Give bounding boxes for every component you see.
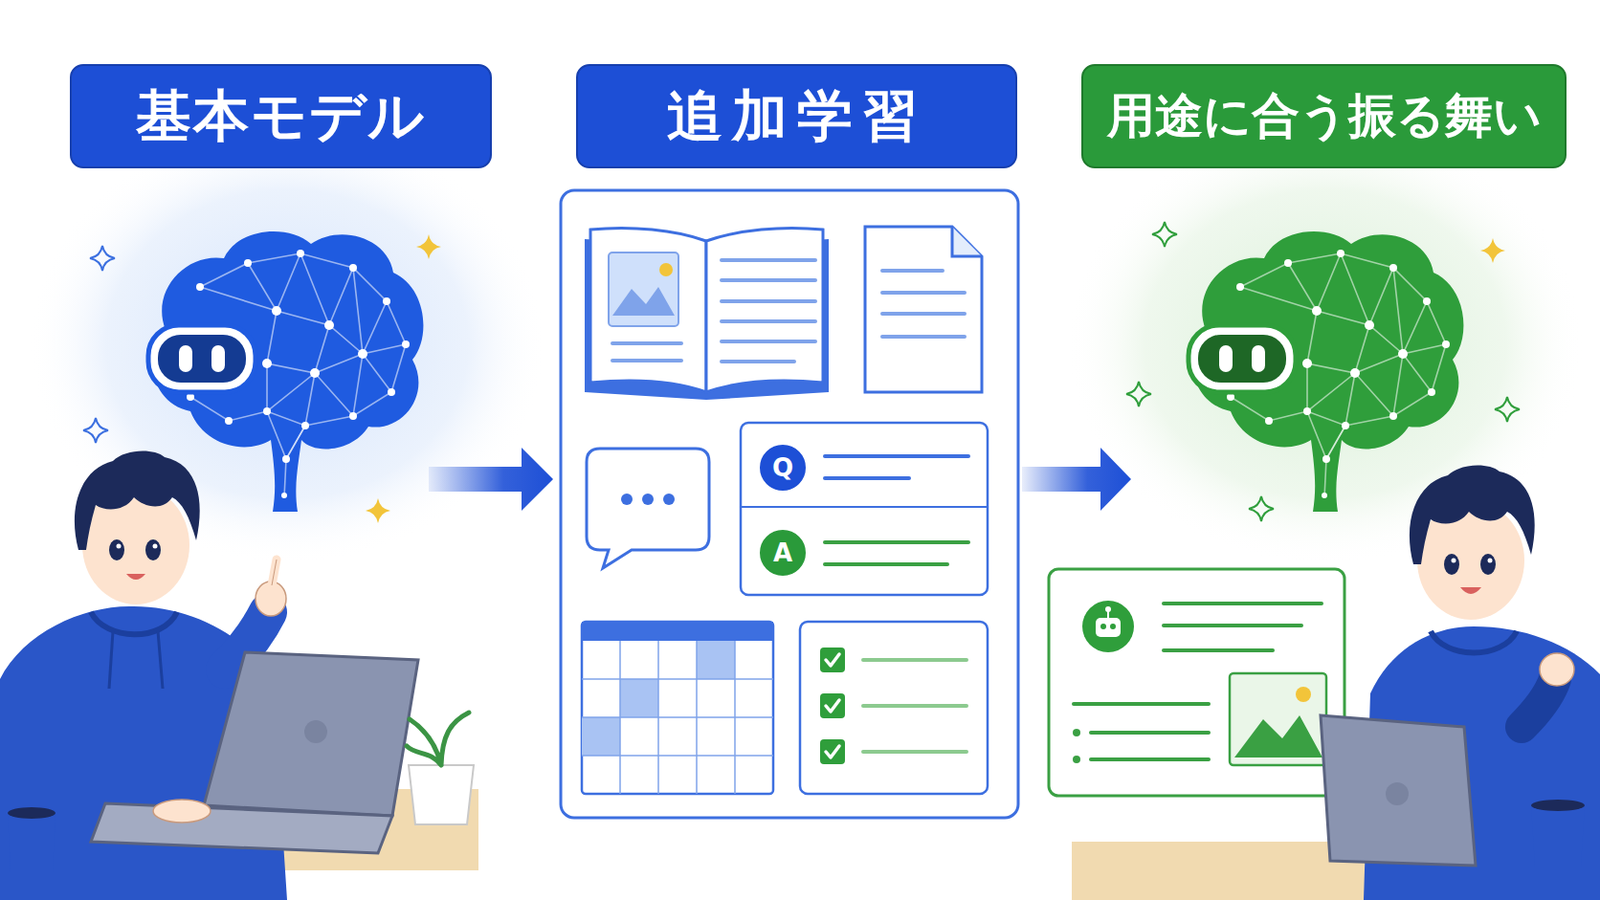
tuned-model-brain [1188, 231, 1464, 512]
sparkles [83, 222, 1520, 524]
result-card [1048, 569, 1345, 797]
left-person-scene [0, 451, 479, 900]
answer-badge: A [759, 530, 806, 577]
chat-bubble-icon [586, 448, 710, 569]
green-glow [1066, 124, 1584, 565]
header-box: 用途に合う振る舞い [1081, 64, 1567, 169]
document-icon [865, 226, 982, 393]
node-label: 基本モデル [135, 86, 426, 148]
header-box: 追加学習 [576, 64, 1018, 169]
flow-arrow [428, 447, 554, 512]
base-model-brain [148, 231, 423, 512]
node-label: A [773, 539, 793, 568]
qa-card [740, 422, 988, 596]
node-label: 用途に合う振る舞い [1107, 89, 1542, 143]
node-label: 追加学習 [666, 86, 928, 148]
question-badge: Q [759, 444, 806, 491]
right-person-scene [1071, 466, 1600, 900]
node-label: Q [772, 454, 794, 483]
blue-glow [28, 124, 546, 565]
table-icon [581, 622, 774, 795]
header-box: 基本モデル [69, 64, 492, 169]
training-panel [560, 190, 1019, 819]
flow-arrow [1022, 447, 1132, 512]
checklist-icon [800, 622, 988, 795]
book-icon [584, 228, 829, 401]
